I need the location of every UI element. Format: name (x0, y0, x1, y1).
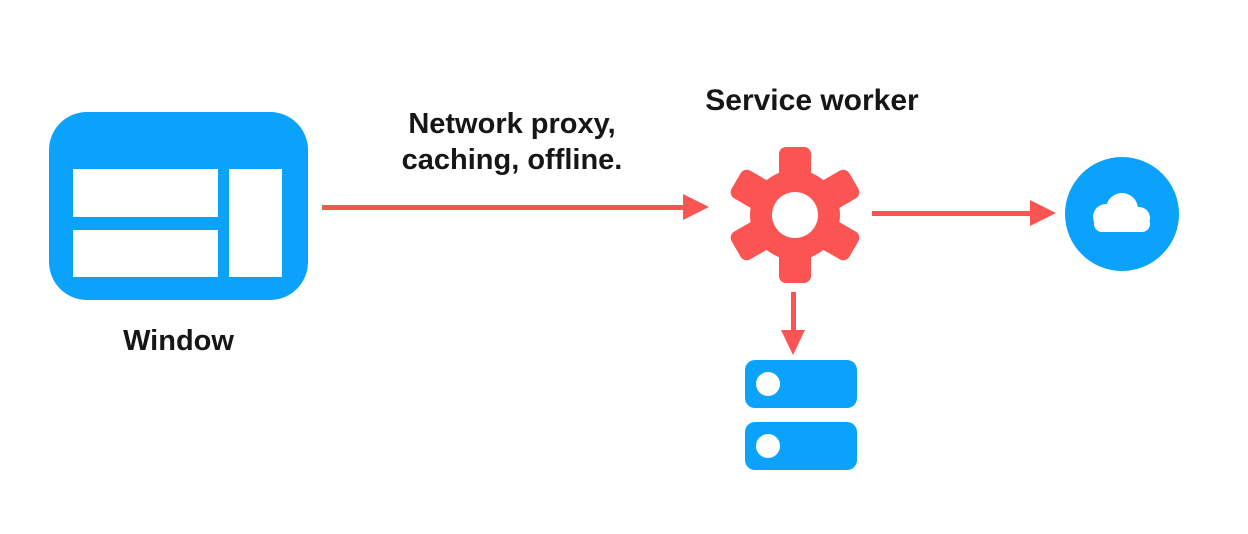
arrow-line (791, 292, 796, 332)
database-dot (756, 434, 780, 458)
window-label: Window (123, 325, 234, 357)
arrow-head-icon (683, 194, 709, 220)
window-pane-top (73, 169, 218, 217)
service-worker-label: Service worker (705, 84, 919, 117)
arrow-head-icon (781, 330, 805, 355)
network-proxy-label: Network proxy, caching, offline. (350, 106, 674, 178)
arrow-line (872, 211, 1032, 216)
database-row (745, 422, 857, 470)
arrow-line (322, 205, 685, 210)
cloud-icon (1065, 157, 1179, 271)
network-proxy-label-line2: caching, offline. (401, 144, 623, 176)
gear-icon (727, 147, 863, 283)
database-row (745, 360, 857, 408)
browser-window-icon (49, 112, 308, 300)
arrow-head-icon (1030, 200, 1056, 226)
window-pane-side (229, 169, 282, 277)
network-proxy-label-line1: Network proxy, (408, 108, 616, 140)
window-pane-bottom (73, 230, 218, 277)
database-dot (756, 372, 780, 396)
